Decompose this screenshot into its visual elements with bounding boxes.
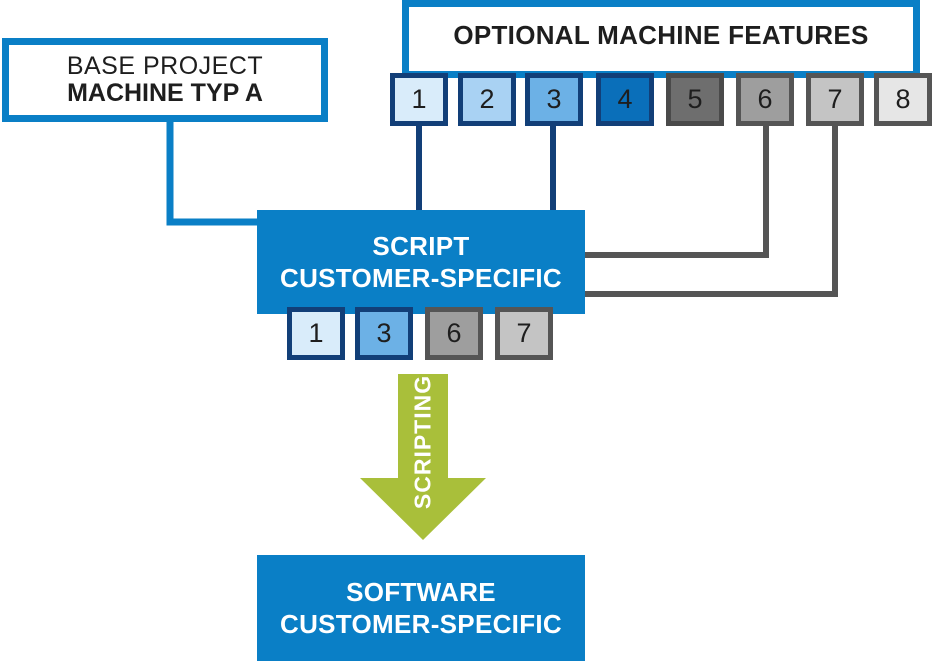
feature-chip-3-label: 3 bbox=[546, 84, 562, 114]
feature-chip-1-label: 1 bbox=[411, 84, 427, 114]
scripting-label: SCRIPTING bbox=[409, 374, 436, 510]
software-box: SOFTWARE CUSTOMER-SPECIFIC bbox=[257, 555, 585, 661]
script-box: SCRIPT CUSTOMER-SPECIFIC bbox=[257, 210, 585, 314]
selected-chip-1-label: 1 bbox=[308, 318, 324, 348]
scripting-arrow bbox=[360, 374, 486, 540]
optional-features-frame bbox=[402, 0, 920, 78]
selected-chip-6: 6 bbox=[425, 307, 483, 360]
feature-chip-6-label: 6 bbox=[757, 84, 773, 114]
feature-7-connector bbox=[585, 124, 838, 297]
feature-chip-3: 3 bbox=[525, 73, 583, 126]
selected-chip-7: 7 bbox=[495, 307, 553, 360]
software-title: SOFTWARE bbox=[346, 576, 496, 607]
feature-chip-4-label: 4 bbox=[617, 84, 633, 114]
base-to-script-connector bbox=[166, 122, 257, 226]
feature-chip-6: 6 bbox=[736, 73, 794, 126]
machine-type-label: MACHINE TYP A bbox=[67, 79, 263, 107]
script-title: SCRIPT bbox=[372, 230, 470, 261]
selected-chip-3-label: 3 bbox=[376, 318, 392, 348]
feature-chip-1: 1 bbox=[390, 73, 448, 126]
feature-chip-7: 7 bbox=[806, 73, 864, 126]
software-subtitle: CUSTOMER-SPECIFIC bbox=[280, 609, 562, 639]
base-project-box: BASE PROJECT MACHINE TYP A bbox=[2, 38, 328, 122]
script-subtitle: CUSTOMER-SPECIFIC bbox=[280, 263, 562, 293]
selected-chip-1: 1 bbox=[287, 307, 345, 360]
feature-6-connector bbox=[585, 124, 769, 258]
feature-chip-8: 8 bbox=[874, 73, 932, 126]
feature-chip-2: 2 bbox=[458, 73, 516, 126]
selected-chip-7-label: 7 bbox=[516, 318, 532, 348]
base-project-label: BASE PROJECT bbox=[66, 52, 264, 80]
feature-chip-4: 4 bbox=[596, 73, 654, 126]
feature-chip-7-label: 7 bbox=[827, 84, 843, 114]
feature-chip-8-label: 8 bbox=[895, 84, 911, 114]
selected-chip-6-label: 6 bbox=[446, 318, 462, 348]
feature-chip-5: 5 bbox=[666, 73, 724, 126]
feature-chip-5-label: 5 bbox=[687, 84, 703, 114]
optional-features-title: OPTIONAL MACHINE FEATURES bbox=[453, 20, 869, 50]
selected-chip-3: 3 bbox=[355, 307, 413, 360]
feature-chip-2-label: 2 bbox=[479, 84, 495, 114]
